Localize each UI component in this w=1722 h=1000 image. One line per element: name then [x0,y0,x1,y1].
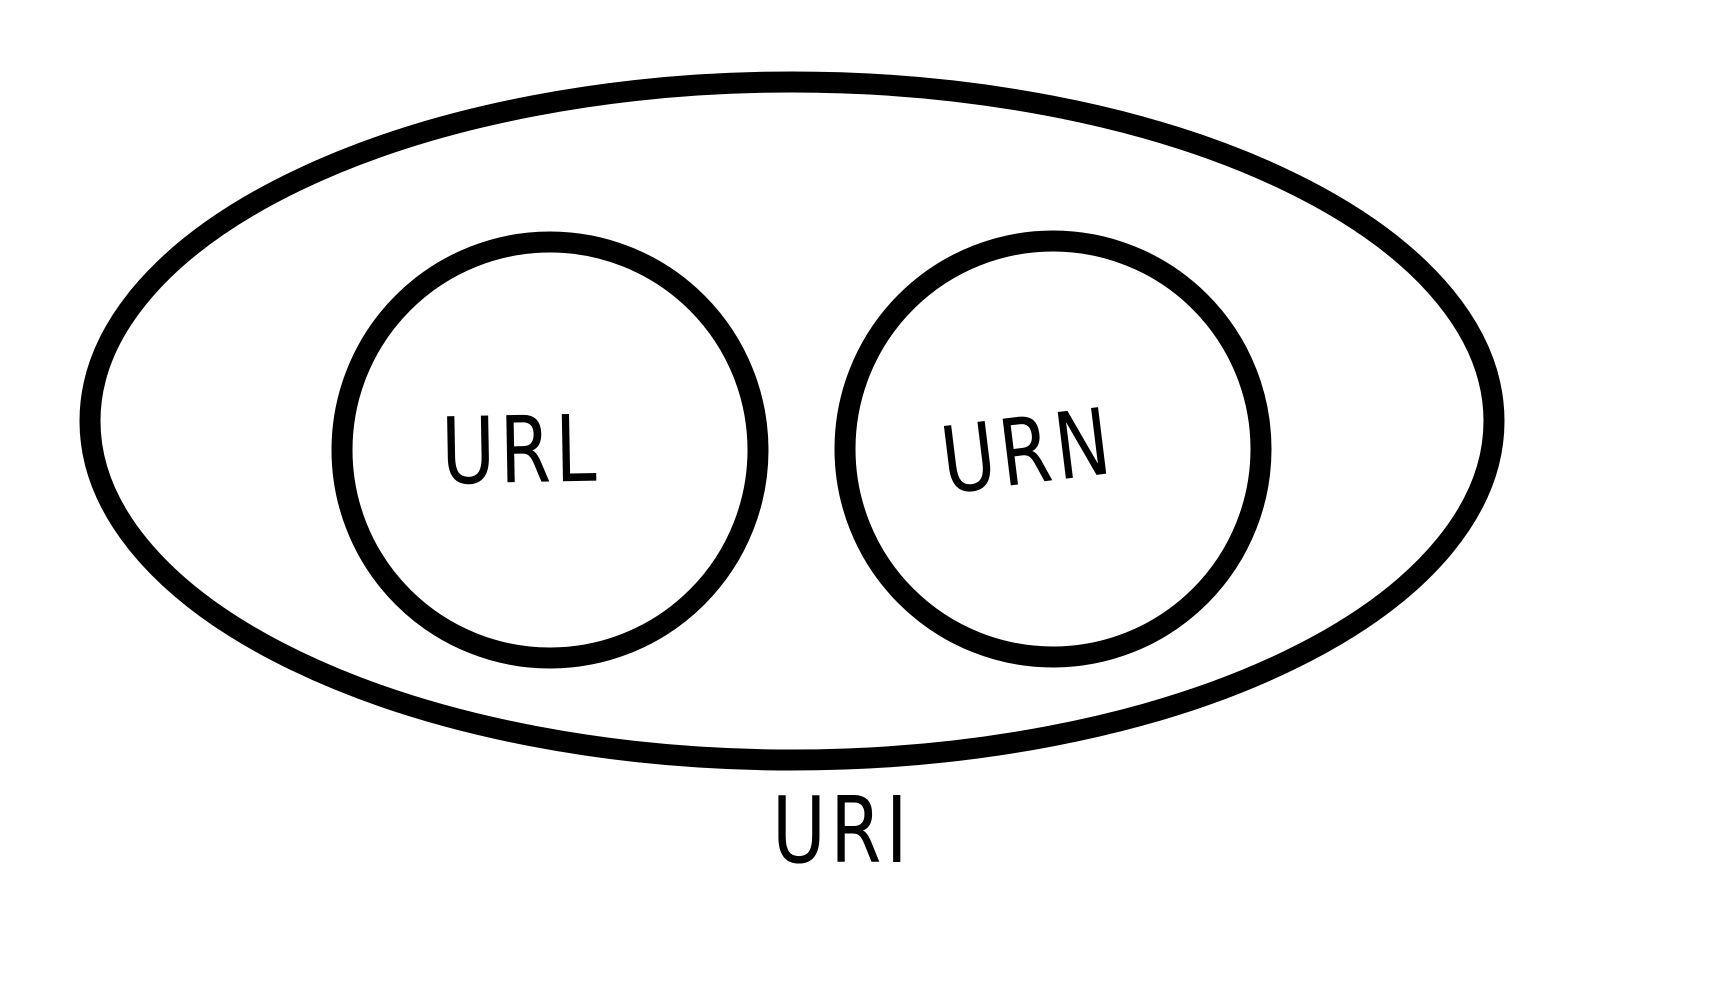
url-circle [331,231,769,669]
url-set-label: URL [440,395,602,506]
uri-set-label: URI [772,777,912,884]
urn-set-label: URN [935,387,1121,516]
uri-outer-ellipse [79,71,1505,771]
urn-circle [834,230,1272,668]
